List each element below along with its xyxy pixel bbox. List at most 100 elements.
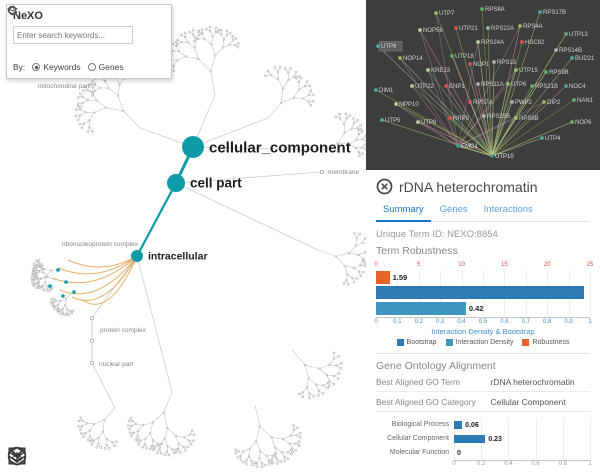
gene-node-label: RPS24A — [481, 40, 504, 46]
gene-node-RPS4A[interactable] — [518, 24, 522, 28]
axis-tick: 0.3 — [436, 319, 445, 325]
gene-node-RRP9[interactable] — [448, 116, 452, 120]
gene-node-RPS14B[interactable] — [554, 48, 558, 52]
tree-node-cell-part[interactable] — [167, 174, 185, 192]
tab-summary[interactable]: Summary — [376, 200, 431, 222]
legend-swatch — [445, 339, 453, 346]
search-icon[interactable] — [7, 5, 149, 42]
gene-node-label: RPS8A — [485, 7, 505, 13]
gene-node-RPS13[interactable] — [492, 60, 496, 64]
gene-node-label: UTP5 — [385, 118, 401, 124]
gene-node-UTP13[interactable] — [564, 32, 568, 36]
tab-genes[interactable]: Genes — [439, 204, 468, 215]
gene-node-BUD21[interactable] — [570, 56, 574, 60]
bar-interaction-density: 0.42 — [376, 301, 590, 315]
search-mode-keywords[interactable]: Keywords — [32, 62, 81, 72]
gene-node-RPS21B[interactable] — [530, 84, 534, 88]
gene-node-UTP15[interactable] — [514, 68, 518, 72]
axis-tick: 0.7 — [521, 319, 530, 325]
gene-node-UTP10[interactable] — [490, 154, 494, 158]
detail-tabs: Summary Genes Interactions — [376, 200, 590, 222]
gene-node-RPS6B[interactable] — [514, 116, 518, 120]
unique-term-id: Unique Term ID: NEXO:8854 — [376, 229, 498, 240]
bar-value-label: 0.42 — [468, 303, 484, 313]
bar-value-label: 1.59 — [392, 272, 408, 282]
gene-node-EMG1[interactable] — [456, 144, 460, 148]
gene-node-RPS24A[interactable] — [476, 40, 480, 44]
zoom-out-button[interactable] — [7, 445, 60, 467]
bottom-axis-title: Interaction Density & Bootstrap — [431, 327, 535, 336]
gene-node-RPS7A[interactable] — [468, 100, 472, 104]
tree-node-intracellular[interactable] — [131, 250, 143, 262]
tree-node-label: cellular_component — [209, 139, 351, 156]
axis-tick: 5 — [417, 262, 421, 268]
gene-node-HSC82[interactable] — [520, 40, 524, 44]
gene-node-label: UTP10 — [495, 154, 514, 160]
gene-node-UTP4[interactable] — [540, 136, 544, 140]
gene-node-RPS8A[interactable] — [480, 7, 484, 11]
reset-icon[interactable] — [8, 5, 165, 42]
gene-node-DIM1[interactable] — [374, 88, 378, 92]
axis-tick: 0 — [452, 461, 456, 467]
gene-node-PWP2[interactable] — [510, 100, 514, 104]
axis-tick: 0.2 — [414, 319, 423, 325]
tree-node-cellular-component[interactable] — [182, 136, 204, 158]
axis-tick: 0.9 — [564, 319, 573, 325]
fit-to-screen-button[interactable] — [8, 445, 92, 467]
close-icon[interactable] — [376, 178, 393, 195]
gene-node-label: KRE33 — [431, 68, 451, 74]
search-input[interactable] — [13, 26, 133, 44]
gene-node-UTP5[interactable] — [380, 118, 384, 122]
collapse-all-button[interactable] — [10, 445, 124, 467]
gene-node-UTP7[interactable] — [434, 11, 438, 15]
gene-node-NOP14[interactable] — [398, 56, 402, 60]
gene-node-UTP18[interactable] — [450, 54, 454, 58]
gene-node-UTP22[interactable] — [410, 84, 414, 88]
gene-node-UTP9[interactable] — [376, 44, 380, 48]
legend-swatch — [522, 339, 530, 346]
gene-node-RPS23B[interactable] — [482, 114, 486, 118]
gene-node-RPS9B[interactable] — [544, 70, 548, 74]
layers-icon[interactable] — [7, 5, 165, 59]
gene-node-NOC4[interactable] — [564, 84, 568, 88]
gene-node-RPS17B[interactable] — [538, 10, 542, 14]
gene-node-DIP2[interactable] — [542, 100, 546, 104]
gene-node-ENP1[interactable] — [444, 84, 448, 88]
legend-robustness: Robustness — [522, 339, 569, 346]
gene-node-label: RPS6B — [519, 116, 539, 122]
gene-node-UTP8[interactable] — [416, 120, 420, 124]
gene-node-RPS22A[interactable] — [486, 26, 490, 30]
gene-node-label: UTP8 — [421, 120, 437, 126]
tree-gray-label: protein complex — [100, 327, 147, 334]
gene-node-RPS11A[interactable] — [476, 82, 480, 86]
go-alignment-heading: Gene Ontology Alignment — [376, 353, 590, 372]
gene-node-label: NOP56 — [423, 28, 443, 34]
gene-node-label: RPS7A — [473, 100, 493, 106]
axis-tick: 1 — [588, 461, 592, 467]
gene-node-label: NOC4 — [569, 84, 586, 90]
gene-node-KRE33[interactable] — [426, 68, 430, 72]
gene-node-UTP6[interactable] — [506, 82, 510, 86]
layers-button[interactable] — [7, 445, 156, 467]
axis-tick: 0 — [374, 319, 378, 325]
gene-node-NOP6[interactable] — [570, 120, 574, 124]
tab-interactions[interactable]: Interactions — [483, 204, 533, 215]
gene-node-NOP56[interactable] — [418, 28, 422, 32]
gene-node-UTP21[interactable] — [454, 26, 458, 30]
gene-node-MPP10[interactable] — [394, 102, 398, 106]
axis-tick: 0.8 — [558, 461, 567, 467]
search-mode-genes[interactable]: Genes — [87, 62, 124, 72]
gene-node-NAN1[interactable] — [572, 98, 576, 102]
gene-node-label: UTP15 — [519, 68, 538, 74]
gene-node-NOP1[interactable] — [468, 62, 472, 66]
